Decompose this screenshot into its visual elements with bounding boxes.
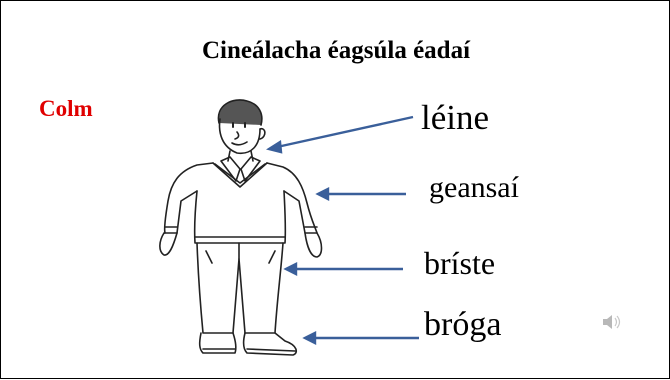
speaker-icon[interactable] <box>601 312 623 332</box>
label-trousers: bríste <box>424 245 496 281</box>
person-name: Colm <box>39 96 93 121</box>
label-jumper: geansaí <box>429 171 519 204</box>
label-shirt: léine <box>421 98 490 137</box>
slide-title: Cineálacha éagsúla éadaí <box>201 37 471 64</box>
label-shoes: bróga <box>424 306 502 343</box>
